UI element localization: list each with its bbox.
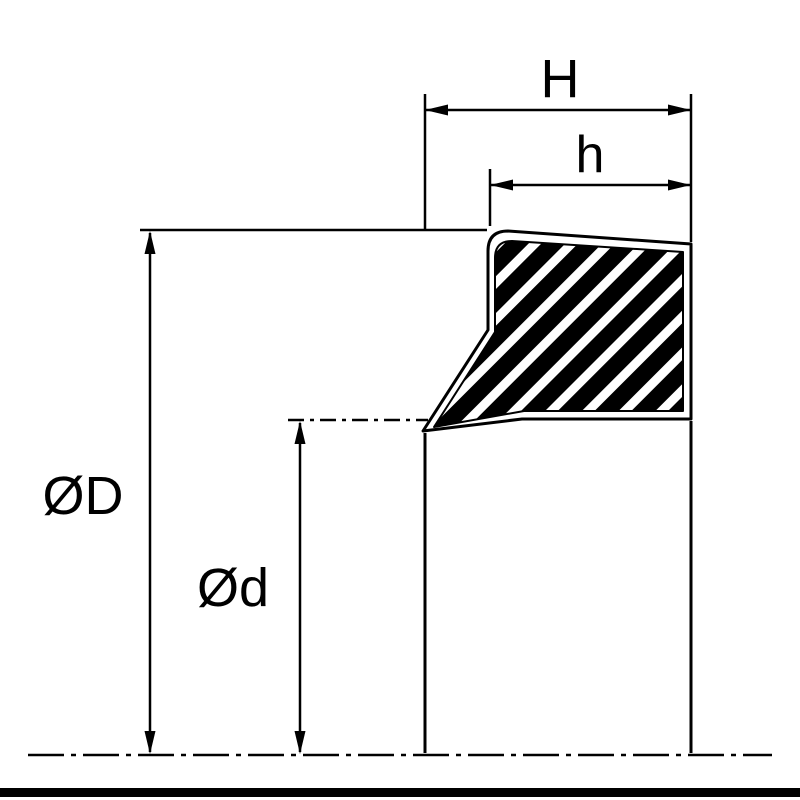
seal-hatched-region bbox=[433, 240, 684, 428]
arrowhead-OD-down-icon bbox=[144, 731, 156, 754]
arrowhead-H-left-icon bbox=[425, 104, 448, 116]
dimension-Od: Ød bbox=[197, 418, 428, 754]
arrowhead-h-left-icon bbox=[490, 179, 513, 191]
dimension-label-H: H bbox=[541, 49, 580, 109]
dimension-OD: ØD bbox=[43, 228, 487, 754]
dimension-label-Od: Ød bbox=[197, 558, 269, 618]
seal-cross-section bbox=[421, 229, 693, 753]
dimension-H: H bbox=[423, 49, 693, 242]
seal-outline bbox=[421, 229, 693, 433]
arrowhead-h-right-icon bbox=[668, 179, 691, 191]
arrowhead-Od-down-icon bbox=[294, 731, 306, 754]
bottom-border-bar bbox=[0, 788, 800, 797]
arrowhead-H-right-icon bbox=[668, 104, 691, 116]
arrowhead-OD-up-icon bbox=[144, 231, 156, 254]
dimension-label-h: h bbox=[576, 126, 605, 184]
arrowhead-Od-up-icon bbox=[294, 421, 306, 444]
dimension-h: h bbox=[488, 126, 691, 226]
dimension-label-OD: ØD bbox=[43, 466, 124, 526]
